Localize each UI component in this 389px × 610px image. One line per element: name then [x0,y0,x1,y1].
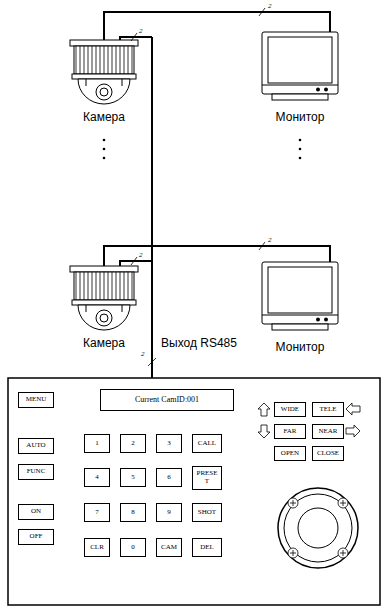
keypad-button: TELE [312,402,344,417]
button-label: OFF [30,533,43,541]
keypad-button: AUTO [18,438,54,454]
button-label: CAM [161,544,177,552]
device-label: Монитор [258,110,342,124]
button-label: CLR [90,544,104,552]
button-label: TELE [319,406,336,414]
keypad-button: MENU [18,392,54,408]
button-label: CALL [198,440,216,448]
output-label: Выход RS485 [160,336,238,350]
keypad-button: PRESE T [192,466,222,490]
button-label: DEL [200,544,214,552]
callout-number: 2 [268,2,272,10]
video-cable [104,246,330,266]
button-label: 9 [167,509,171,517]
button-label: MENU [26,396,47,404]
button-label: ON [31,508,41,516]
keypad-button: 0 [120,538,146,557]
keypad-button: FUNC [18,464,54,480]
keypad-button: DEL [192,538,222,557]
button-label: FAR [283,428,296,436]
device-label: Камера [62,110,146,124]
keypad-button: 7 [84,503,110,522]
keypad-button: FAR [274,424,306,439]
button-label: 3 [167,440,171,448]
button-label: OPEN [281,450,299,458]
keypad-button: 6 [156,468,182,487]
button-label: 2 [131,440,135,448]
display-window: Current CamID:001 [100,389,234,411]
callout-number: 2 [139,251,143,259]
callout-number: 2 [139,27,143,35]
keypad-button: 8 [120,503,146,522]
button-label: 6 [167,474,171,482]
keypad-button: SHOT [192,503,222,522]
keypad-button: ON [18,504,54,520]
keypad-button: 2 [120,434,146,453]
button-label: Current CamID:001 [135,396,199,405]
keypad-button: OFF [18,529,54,545]
keypad-button: CAM [156,538,182,557]
keypad-button: CLOSE [312,446,344,461]
button-label: AUTO [26,442,45,450]
button-label: 1 [95,440,99,448]
button-label: 7 [95,509,99,517]
monitor: Монитор [258,32,342,124]
keypad-button: 1 [84,434,110,453]
keypad-button: WIDE [274,402,306,417]
camera: Камера [62,40,146,124]
keypad-button: 4 [84,468,110,487]
button-label: 0 [131,544,135,552]
button-label: CLOSE [317,450,339,458]
button-label: PRESE T [195,470,219,485]
keypad-button: NEAR [312,424,344,439]
keypad-button: 3 [156,434,182,453]
camera: Камера [62,266,146,350]
video-cable [104,12,330,40]
callout-number: 2 [141,350,145,358]
keypad-button: 9 [156,503,182,522]
button-label: FUNC [27,468,46,476]
callout-number: 2 [268,236,272,244]
button-label: NEAR [318,428,337,436]
button-label: WIDE [281,406,299,414]
keypad-button: 5 [120,468,146,487]
button-label: SHOT [198,509,216,517]
monitor: Монитор [258,262,342,354]
keypad-button: CALL [192,434,222,453]
device-label: Камера [62,336,146,350]
button-label: 4 [95,474,99,482]
keypad-button: OPEN [274,446,306,461]
keypad-button: CLR [84,538,110,557]
button-label: 5 [131,474,135,482]
device-label: Монитор [258,340,342,354]
button-label: 8 [131,509,135,517]
